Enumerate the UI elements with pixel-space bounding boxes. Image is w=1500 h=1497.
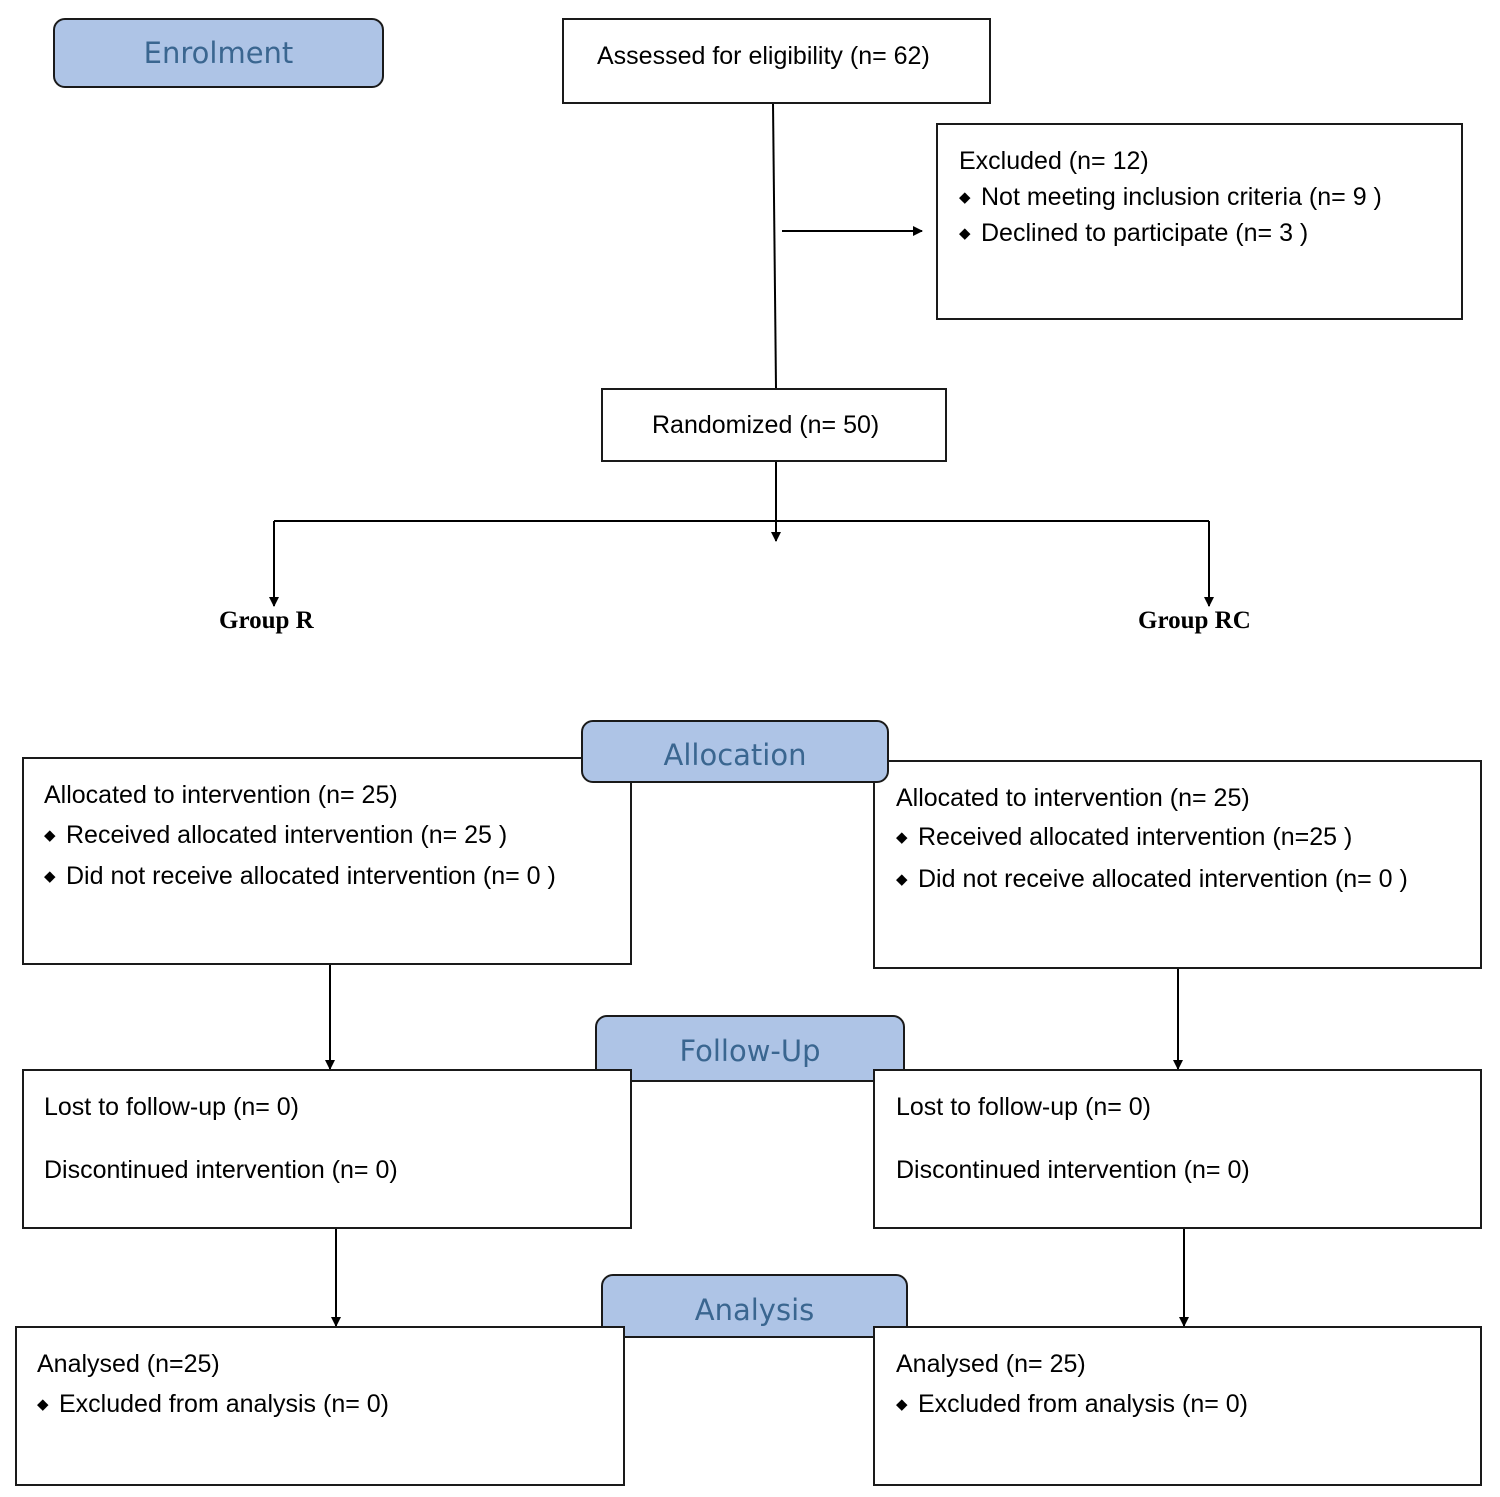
diamond-bullet-icon: ◆ bbox=[896, 1396, 908, 1413]
excluded-item: ◆Not meeting inclusion criteria (n= 9 ) bbox=[959, 183, 1382, 211]
excluded-box: Excluded (n= 12) ◆Not meeting inclusion … bbox=[936, 123, 1463, 320]
assessed-box: Assessed for eligibility (n= 62) bbox=[562, 18, 991, 104]
follow-up-right-lost: Lost to follow-up (n= 0) bbox=[896, 1093, 1151, 1121]
allocation-left-title: Allocated to intervention (n= 25) bbox=[44, 781, 398, 809]
allocation-left-item: ◆Did not receive allocated intervention … bbox=[44, 862, 556, 890]
randomized-label: Randomized (n= 50) bbox=[652, 411, 880, 439]
analysis-right-title: Analysed (n= 25) bbox=[896, 1350, 1086, 1378]
assessed-label: Assessed for eligibility (n= 62) bbox=[597, 42, 930, 70]
diamond-bullet-icon: ◆ bbox=[959, 225, 971, 242]
group-r-label: Group R bbox=[219, 607, 314, 634]
diamond-bullet-icon: ◆ bbox=[44, 868, 56, 885]
connector-assessed-randomized bbox=[772, 102, 777, 389]
analysis-left-title: Analysed (n=25) bbox=[37, 1350, 220, 1378]
stage-analysis: Analysis bbox=[601, 1274, 908, 1338]
allocation-left-item: ◆Received allocated intervention (n= 25 … bbox=[44, 821, 508, 849]
randomized-box: Randomized (n= 50) bbox=[601, 388, 947, 462]
allocation-right-item: ◆Received allocated intervention (n=25 ) bbox=[896, 823, 1353, 851]
analysis-right-item: ◆Excluded from analysis (n= 0) bbox=[896, 1390, 1249, 1418]
diamond-bullet-icon: ◆ bbox=[44, 827, 56, 844]
stage-follow-up-label: Follow-Up bbox=[679, 1034, 821, 1068]
allocation-left-box: Allocated to intervention (n= 25) ◆Recei… bbox=[22, 757, 632, 965]
follow-up-left-discontinued: Discontinued intervention (n= 0) bbox=[44, 1156, 398, 1184]
stage-allocation-label: Allocation bbox=[663, 738, 807, 772]
diamond-bullet-icon: ◆ bbox=[896, 829, 908, 846]
excluded-title: Excluded (n= 12) bbox=[959, 147, 1149, 175]
diamond-bullet-icon: ◆ bbox=[896, 871, 908, 888]
analysis-left-item: ◆Excluded from analysis (n= 0) bbox=[37, 1390, 390, 1418]
allocation-right-box: Allocated to intervention (n= 25) ◆Recei… bbox=[873, 760, 1482, 969]
follow-up-left-lost: Lost to follow-up (n= 0) bbox=[44, 1093, 299, 1121]
excluded-item: ◆Declined to participate (n= 3 ) bbox=[959, 219, 1309, 247]
allocation-right-item: ◆Did not receive allocated intervention … bbox=[896, 865, 1408, 893]
stage-follow-up: Follow-Up bbox=[595, 1015, 905, 1082]
stage-enrolment: Enrolment bbox=[53, 18, 384, 88]
stage-allocation: Allocation bbox=[581, 720, 889, 783]
analysis-right-box: Analysed (n= 25) ◆Excluded from analysis… bbox=[873, 1326, 1482, 1486]
diamond-bullet-icon: ◆ bbox=[37, 1396, 49, 1413]
stage-analysis-label: Analysis bbox=[694, 1293, 815, 1327]
stage-enrolment-label: Enrolment bbox=[143, 36, 294, 70]
follow-up-left-box: Lost to follow-up (n= 0) Discontinued in… bbox=[22, 1069, 632, 1229]
follow-up-right-discontinued: Discontinued intervention (n= 0) bbox=[896, 1156, 1250, 1184]
diamond-bullet-icon: ◆ bbox=[959, 189, 971, 206]
analysis-left-box: Analysed (n=25) ◆Excluded from analysis … bbox=[15, 1326, 625, 1486]
group-rc-label: Group RC bbox=[1138, 607, 1251, 634]
allocation-right-title: Allocated to intervention (n= 25) bbox=[896, 784, 1250, 812]
follow-up-right-box: Lost to follow-up (n= 0) Discontinued in… bbox=[873, 1069, 1482, 1229]
